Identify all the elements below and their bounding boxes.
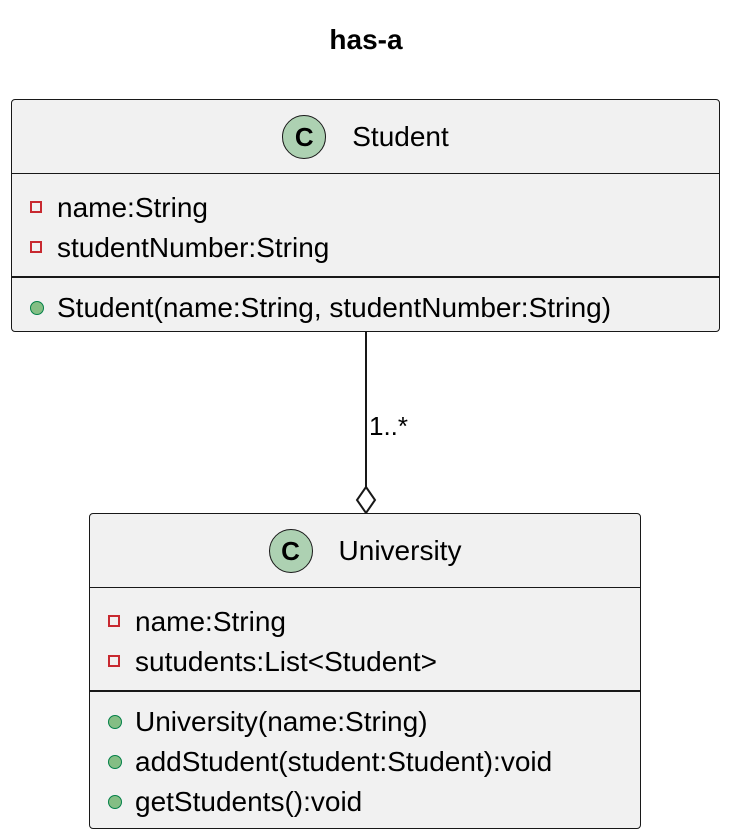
method-item: addStudent(student:Student):void xyxy=(90,742,640,782)
class-header: C Student xyxy=(12,100,719,174)
public-method-icon xyxy=(108,795,122,809)
private-field-icon xyxy=(108,615,120,627)
methods-section: University(name:String) addStudent(stude… xyxy=(90,692,640,822)
public-method-icon xyxy=(30,301,44,315)
public-method-icon xyxy=(108,715,122,729)
private-field-icon xyxy=(30,201,42,213)
field-label: name:String xyxy=(57,192,208,223)
class-badge-icon: C xyxy=(282,115,327,159)
aggregation-diamond-icon xyxy=(355,485,377,515)
public-method-icon xyxy=(108,755,122,769)
class-name: Student xyxy=(352,121,449,152)
field-item: name:String xyxy=(90,602,640,642)
field-label: sutudents:List<Student> xyxy=(135,646,437,677)
class-header: C University xyxy=(90,514,640,588)
fields-section: name:String studentNumber:String xyxy=(12,174,719,278)
methods-section: Student(name:String, studentNumber:Strin… xyxy=(12,278,719,328)
method-item: University(name:String) xyxy=(90,702,640,742)
method-label: Student(name:String, studentNumber:Strin… xyxy=(57,292,612,323)
method-label: addStudent(student:Student):void xyxy=(135,746,553,777)
method-label: getStudents():void xyxy=(135,786,363,817)
fields-section: name:String sutudents:List<Student> xyxy=(90,588,640,692)
class-badge-icon: C xyxy=(268,529,313,573)
method-label: University(name:String) xyxy=(135,706,428,737)
diagram-title: has-a xyxy=(329,24,403,55)
private-field-icon xyxy=(108,655,120,667)
method-item: Student(name:String, studentNumber:Strin… xyxy=(12,288,719,328)
private-field-icon xyxy=(30,241,42,253)
field-item: name:String xyxy=(12,188,719,228)
class-student[interactable]: C Student name:String studentNumber:Stri… xyxy=(11,99,720,332)
field-label: name:String xyxy=(135,606,286,637)
multiplicity-label: 1..* xyxy=(369,411,409,441)
method-item: getStudents():void xyxy=(90,782,640,822)
class-university[interactable]: C University name:String sutudents:List<… xyxy=(89,513,641,829)
class-name: University xyxy=(338,535,462,566)
field-label: studentNumber:String xyxy=(57,232,330,263)
field-item: sutudents:List<Student> xyxy=(90,642,640,682)
field-item: studentNumber:String xyxy=(12,228,719,268)
